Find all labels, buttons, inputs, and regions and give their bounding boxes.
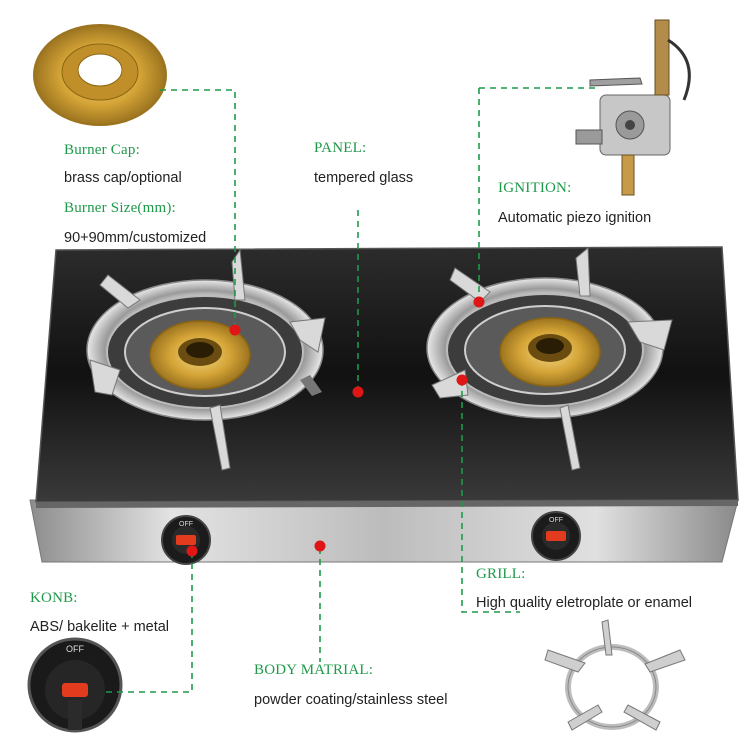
right-knob: OFF — [531, 511, 581, 561]
grill-inset — [544, 619, 686, 731]
knob-title: KONB: — [30, 590, 78, 606]
knob-inset-off-label: OFF — [66, 644, 84, 654]
burner-cap-value: brass cap/optional — [64, 170, 182, 186]
left-knob-off-label: OFF — [179, 521, 193, 528]
body-material-title: BODY MATRIAL: — [254, 662, 374, 678]
burner-cap-inset — [33, 24, 167, 126]
knob-inset: OFF — [27, 637, 123, 733]
burner-size-title: Burner Size(mm): — [64, 200, 176, 216]
knob-value: ABS/ bakelite + metal — [30, 619, 170, 635]
stove-body — [29, 499, 739, 563]
panel-title: PANEL: — [314, 140, 367, 156]
left-knob: OFF — [161, 515, 211, 565]
grill-title: GRILL: — [476, 566, 526, 582]
ignition-value: Automatic piezo ignition — [498, 210, 652, 226]
left-burner — [86, 248, 326, 471]
right-knob-off-label: OFF — [549, 517, 563, 524]
grill-value: High quality eletroplate or enamel — [476, 595, 693, 611]
body-material-value: powder coating/stainless steel — [254, 692, 448, 708]
ignition-valve-inset — [575, 19, 691, 196]
right-burner — [426, 246, 673, 471]
burner-cap-title: Burner Cap: — [64, 142, 140, 158]
panel-value: tempered glass — [314, 170, 414, 186]
burner-size-value: 90+90mm/customized — [64, 230, 207, 246]
ignition-title: IGNITION: — [498, 180, 572, 196]
callout-connectors — [105, 87, 600, 693]
callout-markers — [186, 296, 485, 557]
